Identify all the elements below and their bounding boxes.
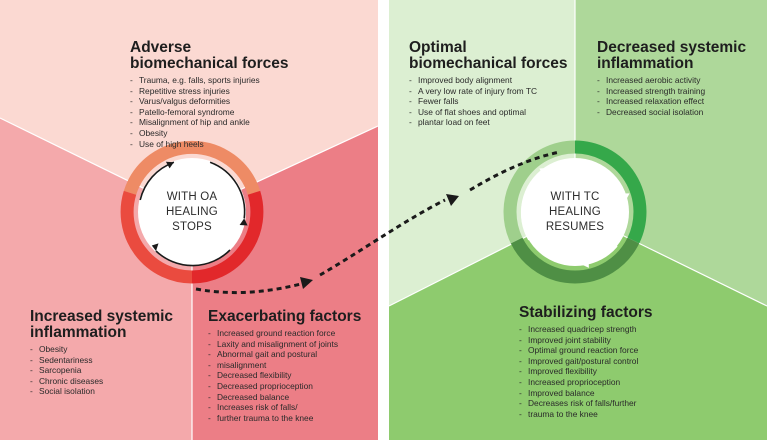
adverse-biomechanical-forces: Adverse biomechanical forces Trauma, e.g…: [130, 40, 370, 149]
list-item: further trauma to the knee: [208, 413, 376, 424]
section-title: Exacerbating factors: [208, 308, 362, 325]
list-item: Improved gait/postural control: [519, 356, 759, 367]
list-item: Repetitive stress injuries: [130, 86, 370, 97]
arrowhead-icon: [621, 193, 630, 200]
list-item: Increased aerobic activity: [597, 75, 765, 86]
list-item: A very low rate of injury from TC: [409, 86, 575, 97]
item-list: Increased aerobic activity Increased str…: [597, 75, 765, 117]
list-item: Misalignment of hip and ankle: [130, 117, 370, 128]
stabilizing-factors: Stabilizing factors Increased quadricep …: [519, 305, 759, 419]
list-item: Social isolation: [30, 386, 190, 397]
arrowhead-icon: [239, 218, 248, 226]
list-item: trauma to the knee: [519, 409, 759, 420]
list-item: Varus/valgus deformities: [130, 96, 370, 107]
list-item: Optimal ground reaction force: [519, 345, 759, 356]
list-item: Fewer falls: [409, 96, 575, 107]
list-item: Increased quadricep strength: [519, 324, 759, 335]
ring-segment-right: [191, 190, 264, 284]
list-item: Increased relaxation effect: [597, 96, 765, 107]
list-item: Use of high heels: [130, 139, 370, 150]
list-item: Increased ground reaction force: [208, 328, 376, 339]
list-item: Increased strength training: [597, 86, 765, 97]
list-item: Decreased social isolation: [597, 107, 765, 118]
list-item: Increased proprioception: [519, 377, 759, 388]
list-item: Decreased flexibility: [208, 370, 376, 381]
ring-segment-left: [120, 190, 193, 284]
item-list: Increased quadricep strength Improved jo…: [519, 324, 759, 419]
section-title: Adverse biomechanical forces: [130, 39, 289, 72]
hub-disk: [138, 158, 246, 266]
section-title: Optimal biomechanical forces: [409, 39, 568, 72]
list-item: Use of flat shoes and optimal: [409, 107, 575, 118]
section-title: Decreased systemic inflammation: [597, 39, 747, 72]
list-item: Improved flexibility: [519, 366, 759, 377]
list-item: Obesity: [30, 344, 190, 355]
exacerbating-factors: Exacerbating factors Increased ground re…: [208, 309, 376, 423]
list-item: Improved body alignment: [409, 75, 575, 86]
tc-hub-label: WITH TC HEALING RESUMES: [545, 191, 605, 233]
cycle-arrow-icon: [155, 249, 231, 267]
cycle-arrow-icon: [209, 161, 246, 219]
arrowhead-icon: [582, 260, 589, 268]
list-item: Patello-femoral syndrome: [130, 107, 370, 118]
list-item: Chronic diseases: [30, 376, 190, 387]
list-item: Obesity: [130, 128, 370, 139]
arrowhead-icon: [151, 243, 159, 251]
ring-segment-bottom: [510, 237, 640, 284]
list-item: Trauma, e.g. falls, sports injuries: [130, 75, 370, 86]
list-item: Improved joint stability: [519, 335, 759, 346]
list-item: Decreases risk of falls/further: [519, 398, 759, 409]
list-item: plantar load on feet: [409, 117, 575, 128]
increased-systemic-inflammation: Increased systemic inflammation Obesity …: [30, 309, 190, 397]
section-title: Increased systemic inflammation: [30, 308, 174, 341]
list-item: Sedentariness: [30, 355, 190, 366]
item-list: Increased ground reaction force Laxity a…: [208, 328, 376, 423]
list-item: Decreased balance: [208, 392, 376, 403]
decreased-systemic-inflammation: Decreased systemic inflammation Increase…: [597, 40, 765, 117]
optimal-biomechanical-forces: Optimal biomechanical forces Improved bo…: [409, 40, 575, 128]
oa-panel: Adverse biomechanical forces Trauma, e.g…: [0, 0, 378, 440]
ring-segment-top-right: [574, 140, 647, 244]
list-item: Laxity and misalignment of joints: [208, 339, 376, 350]
oa-hub-label: WITH OA HEALING STOPS: [166, 191, 218, 233]
tc-panel: Optimal biomechanical forces Improved bo…: [389, 0, 767, 440]
list-item: misalignment: [208, 360, 376, 371]
item-list: Obesity Sedentariness Sarcopenia Chronic…: [30, 344, 190, 397]
list-item: Increases risk of falls/: [208, 402, 376, 413]
arrowhead-icon: [165, 161, 174, 169]
list-item: Abnormal gait and postural: [208, 349, 376, 360]
item-list: Improved body alignment A very low rate …: [409, 75, 575, 128]
list-item: Decreased proprioception: [208, 381, 376, 392]
list-item: Sarcopenia: [30, 365, 190, 376]
item-list: Trauma, e.g. falls, sports injuries Repe…: [130, 75, 370, 149]
section-title: Stabilizing factors: [519, 304, 653, 321]
list-item: Improved balance: [519, 388, 759, 399]
